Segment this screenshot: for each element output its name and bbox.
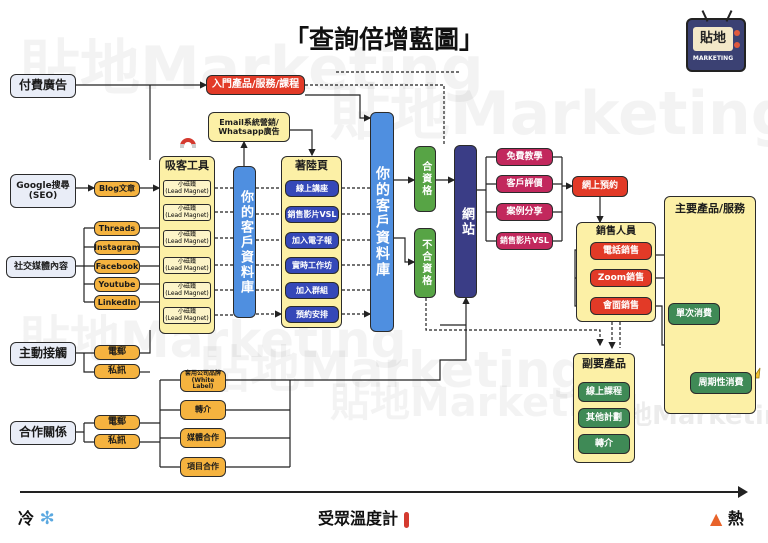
website: 網站 <box>454 145 477 298</box>
logo-subtext: MARKETING <box>692 55 734 62</box>
channel-outreach-email: 電郵 <box>94 345 140 360</box>
sales-item: Zoom銷售 <box>590 269 652 287</box>
lead-magnet-item: 小磁鐵 (Lead Magnet) <box>163 282 211 299</box>
temperature-hot: ▲ 熱 <box>710 505 744 529</box>
source-social-media: 社交媒體內容 <box>6 256 76 278</box>
lead-magnet-item: 小磁鐵 (Lead Magnet) <box>163 230 211 247</box>
channel-youtube: Youtube <box>94 277 140 292</box>
main-product-title: 主要產品/服務 <box>674 202 746 215</box>
sales-item: 會面銷售 <box>590 297 652 315</box>
cold-label: 冷 <box>18 509 35 528</box>
website-item: 客戶評價 <box>496 175 553 193</box>
landing-page-item: 加入電子報 <box>285 232 339 249</box>
temperature-cold: 冷 ✻ <box>18 505 55 529</box>
channel-partner-dm: 私訊 <box>94 434 140 449</box>
channel-threads: Threads <box>94 221 140 236</box>
magnet-icon <box>180 138 196 148</box>
landing-page-item: 預約安排 <box>285 306 339 323</box>
tv-knob-icon <box>734 42 740 48</box>
entry-product: 入門產品/服務/課程 <box>206 75 305 95</box>
tv-knob-icon <box>734 30 740 36</box>
partner-white-label: 套用公司品牌 (White Label) <box>180 370 226 392</box>
sub-product-title: 副要產品 <box>582 357 626 370</box>
brand-logo: 貼地 MARKETING <box>686 10 746 72</box>
landing-page-item: 實時工作坊 <box>285 257 339 274</box>
channel-outreach-dm: 私訊 <box>94 364 140 379</box>
source-google-seo: Google搜尋 (SEO) <box>10 174 76 208</box>
sales-title: 銷售人員 <box>596 226 636 237</box>
website-item: 案例分享 <box>496 203 553 221</box>
sales-item: 電話銷售 <box>590 242 652 260</box>
partner-media: 媒體合作 <box>180 428 226 448</box>
landing-page-item: 加入群組 <box>285 282 339 299</box>
channel-facebook: Facebook <box>94 259 140 274</box>
page-title: 「查詢倍增藍圖」 <box>283 25 484 54</box>
lead-magnet-item: 小磁鐵 (Lead Magnet) <box>163 257 211 274</box>
online-booking: 網上預約 <box>572 176 628 197</box>
landing-page-title: 著陸頁 <box>295 159 328 172</box>
customer-database-2: 你的客戶資料庫 <box>370 112 394 332</box>
fire-icon: ▲ <box>710 509 723 528</box>
channel-instagram: Instagram <box>94 240 140 255</box>
partner-project: 項目合作 <box>180 457 226 477</box>
not-qualified: 不合資格 <box>414 228 436 298</box>
sub-product-item: 線上課程 <box>578 382 630 402</box>
sub-product-item: 轉介 <box>578 434 630 454</box>
thermometer-icon <box>403 511 409 528</box>
hot-label: 熱 <box>727 509 744 528</box>
recurring-purchase: 周期性消費 <box>690 372 752 394</box>
website-item: 銷售影片VSL <box>496 232 553 250</box>
channel-blog: Blog文章 <box>94 181 140 197</box>
landing-page-item: 銷售影片VSL <box>285 206 339 223</box>
thermometer-label: 受眾溫度計 <box>318 509 399 528</box>
lead-magnet-title: 吸客工具 <box>165 159 209 172</box>
lead-magnet-item: 小磁鐵 (Lead Magnet) <box>163 307 211 324</box>
temperature-label: 受眾溫度計 <box>318 505 409 529</box>
source-partnership: 合作關係 <box>10 421 76 445</box>
sub-product-item: 其他計劃 <box>578 408 630 428</box>
channel-partner-email: 電郵 <box>94 415 140 430</box>
snowflake-icon: ✻ <box>39 508 55 529</box>
watermark: 貼地Marketing <box>330 65 768 152</box>
email-marketing: Email系統營銷/ Whatsapp廣告 <box>208 112 290 142</box>
source-outreach: 主動接觸 <box>10 342 76 366</box>
partner-referral: 轉介 <box>180 400 226 420</box>
lead-magnet-item: 小磁鐵 (Lead Magnet) <box>163 204 211 221</box>
website-item: 免費教學 <box>496 148 553 166</box>
landing-page-item: 線上講座 <box>285 180 339 197</box>
customer-database-1: 你的客戶資料庫 <box>233 166 256 318</box>
single-purchase: 單次消費 <box>668 303 720 325</box>
source-paid-ads: 付費廣告 <box>10 74 76 98</box>
qualified: 合資格 <box>414 146 436 212</box>
watermark: 貼地Marketing <box>200 330 586 402</box>
channel-linkedin: LinkedIn <box>94 295 140 310</box>
lead-magnet-item: 小磁鐵 (Lead Magnet) <box>163 180 211 197</box>
logo-text: 貼地 <box>693 27 733 51</box>
